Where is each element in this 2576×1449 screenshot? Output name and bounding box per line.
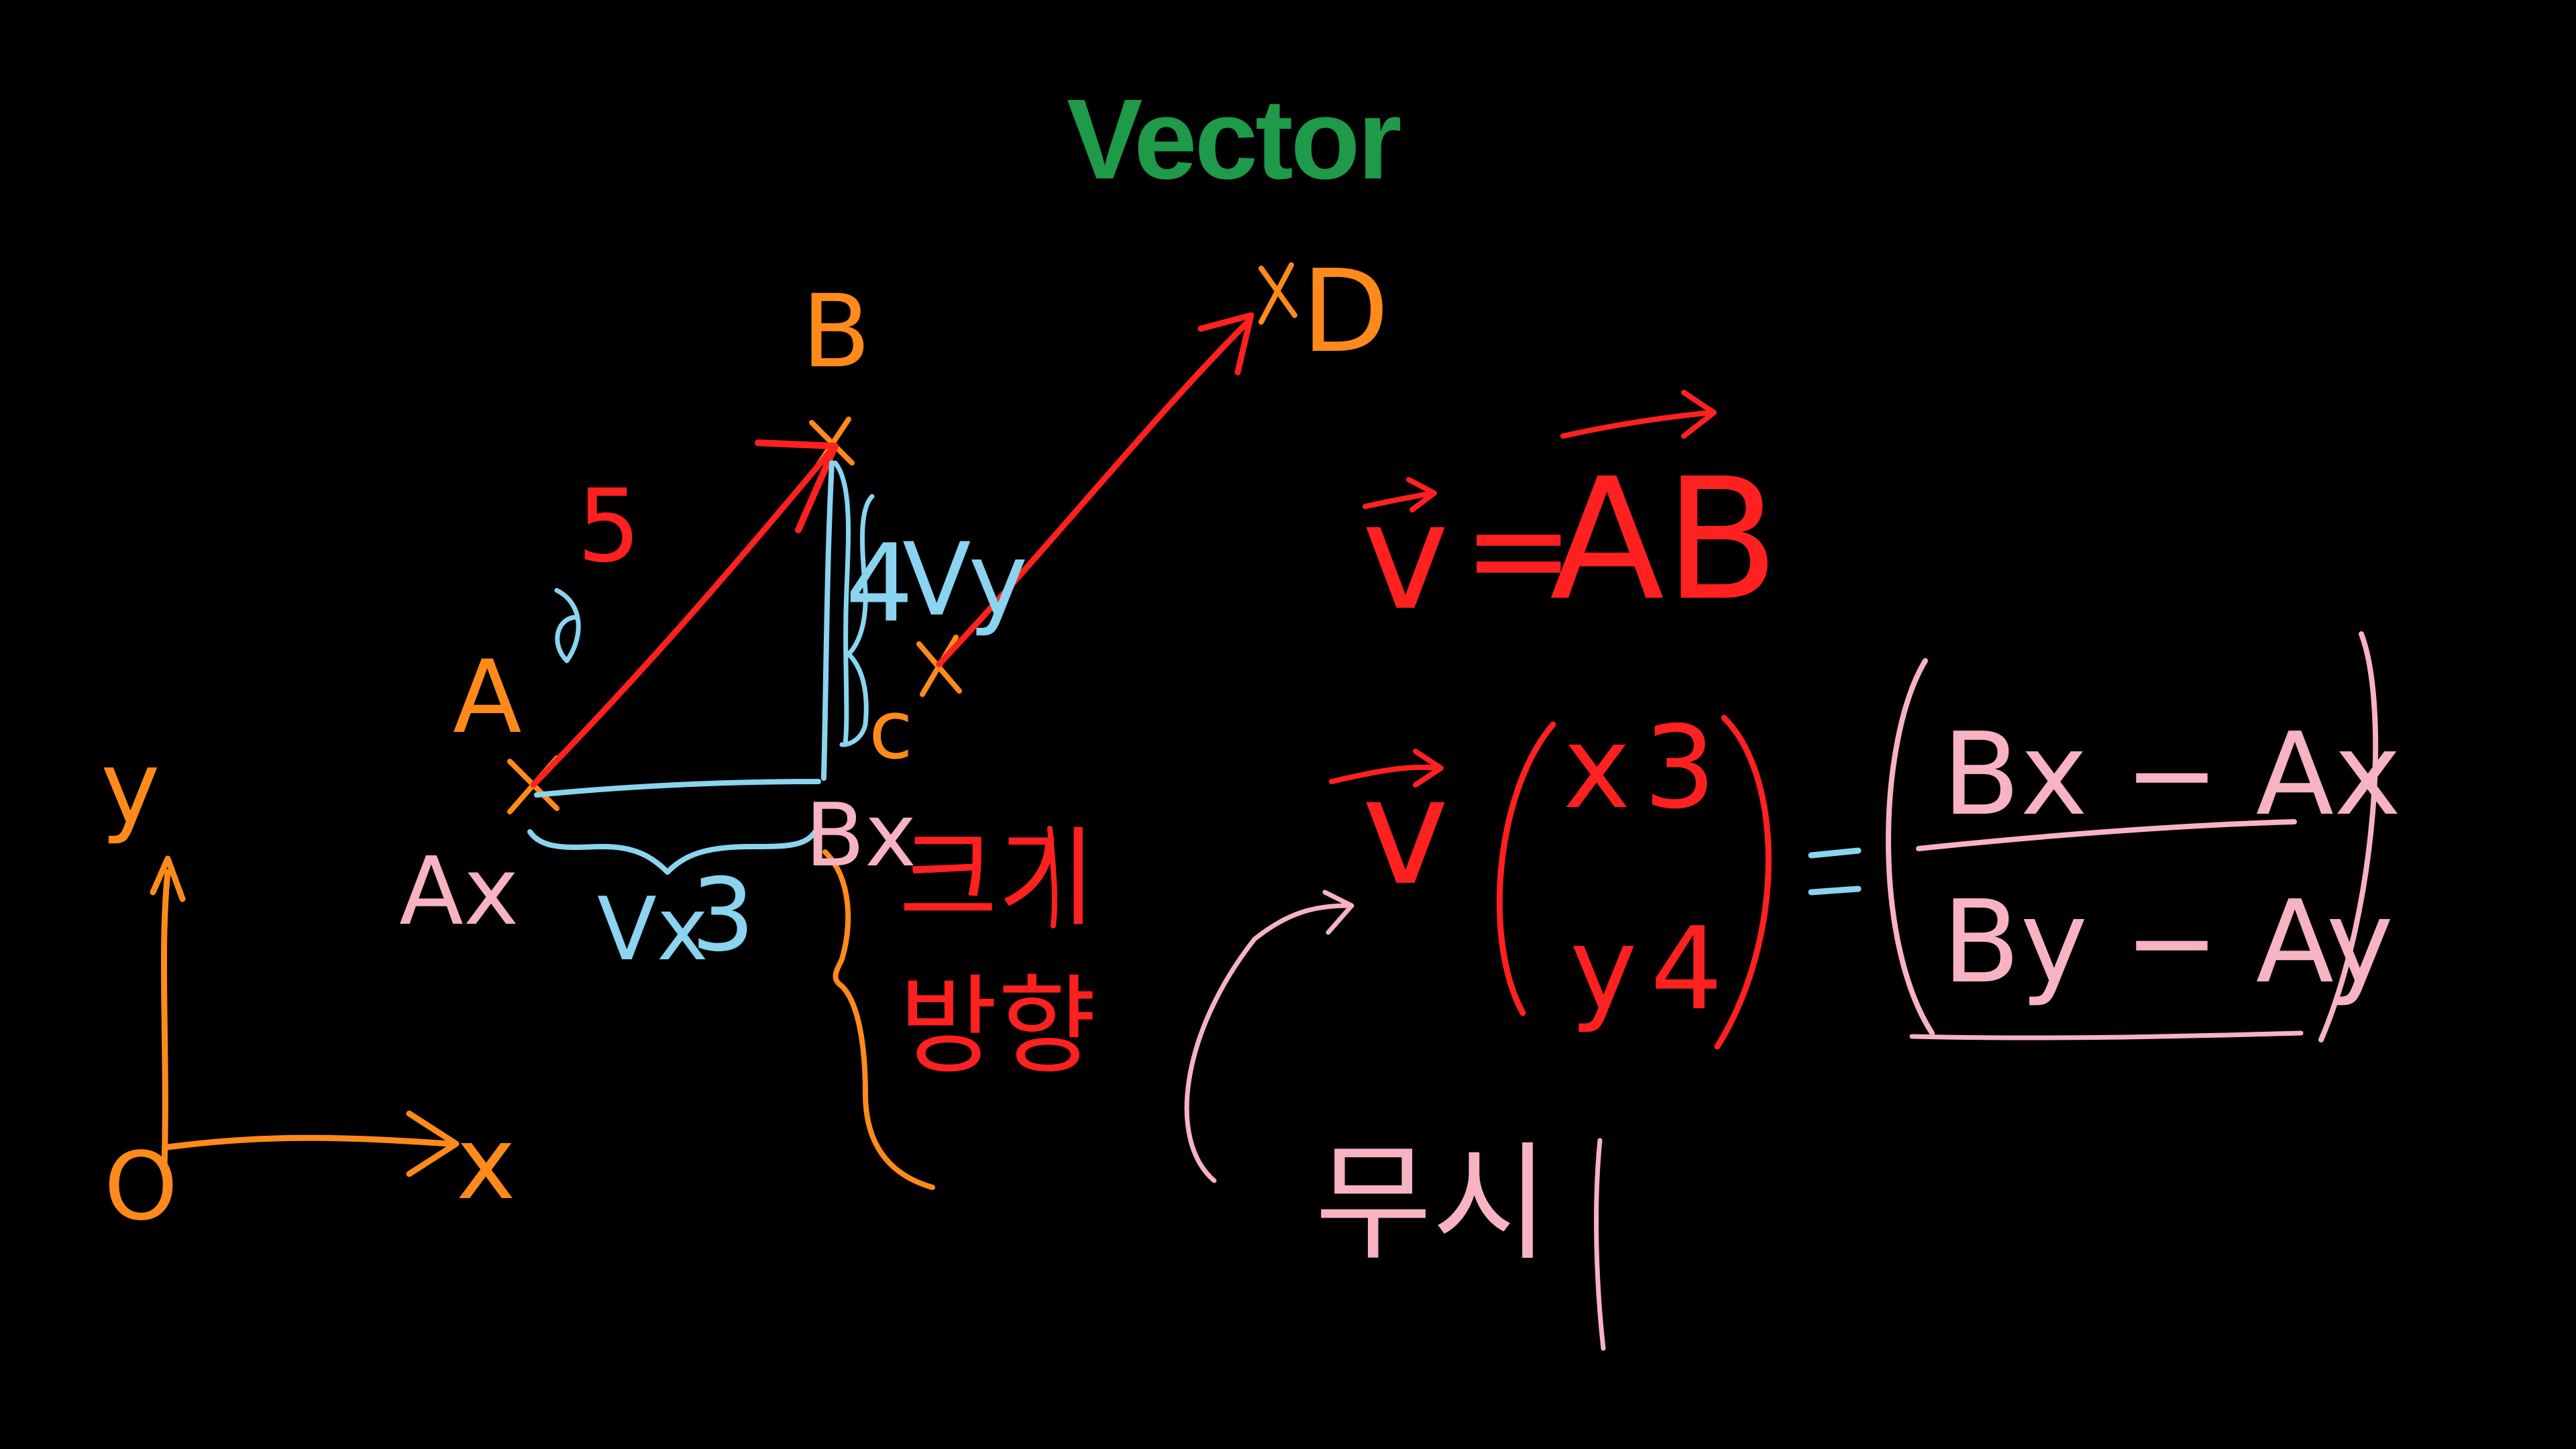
y-axis-label: y (101, 730, 160, 847)
eq2-fraction-underline (1909, 1030, 2304, 1040)
eq1-v-arrow (1362, 477, 1437, 513)
vy-label: Vy (902, 522, 1028, 639)
vector-cd-line (936, 319, 1251, 667)
vx-brace (527, 829, 818, 875)
ignore-korean-label: 무시 (1315, 1130, 1550, 1278)
point-a-label: A (453, 639, 522, 756)
y-axis-arrowhead (150, 855, 186, 902)
size-vertical-stroke (1047, 826, 1058, 928)
eq2-v: v (1362, 746, 1450, 918)
x-axis-label: x (456, 1106, 516, 1222)
eq1-equals: = (1462, 472, 1575, 628)
size-korean-label: 크기 (899, 816, 1097, 941)
point-b-label: B (802, 274, 871, 390)
origin-label: O (104, 1132, 178, 1242)
eq2-v-arrow (1329, 749, 1444, 788)
vector-ab-arrowhead (755, 439, 839, 533)
point-d-mark (1258, 262, 1297, 325)
vx-label: Vx (597, 878, 708, 980)
eq2-x-label: x (1563, 702, 1631, 835)
point-d-label: D (1301, 246, 1389, 378)
point-c-label: c (869, 684, 913, 777)
vx-value-label: 3 (691, 857, 755, 974)
eq1-ab-arrow (1560, 390, 1717, 439)
eq2-fraction-bar (1916, 819, 2297, 851)
eq1-v: v (1362, 471, 1450, 643)
y-axis-line (160, 869, 171, 1171)
eq2-x-value: 3 (1644, 702, 1717, 835)
eq2-numerator: Bx − Ax (1942, 708, 2402, 841)
eq2-right-paren (1714, 714, 1772, 1050)
eq1-ab: AB (1550, 442, 1780, 637)
ax-label: Ax (399, 837, 519, 947)
eq2-fraction-left-paren (1886, 658, 1935, 1036)
vertical-leg (821, 460, 835, 781)
eq2-equals-sign (1808, 847, 1862, 896)
eq2-fraction-right-paren (2318, 631, 2379, 1042)
x-axis-line (164, 1134, 453, 1150)
bx-label: Bx (805, 784, 917, 886)
eq2-denominator: By − Ay (1942, 876, 2394, 1009)
eq2-y-label: y (1570, 903, 1638, 1036)
page-title: Vector (1067, 76, 1402, 203)
vy-value-label: 4 (845, 521, 914, 646)
eq2-y-value: 4 (1650, 903, 1723, 1036)
horizontal-leg (534, 779, 821, 798)
direction-korean-label: 방향 (899, 963, 1097, 1089)
size-brace (822, 849, 935, 1190)
length-5-tick (554, 588, 581, 663)
vector-ab-line (530, 446, 835, 788)
eq2-left-paren (1497, 721, 1556, 1016)
vertical-leg-right (833, 460, 851, 747)
vector-cd-arrowhead (1197, 312, 1254, 376)
ignore-pointer-arrow (1184, 890, 1354, 1183)
magnitude-label: 5 (577, 468, 641, 585)
vy-brace (839, 494, 875, 747)
x-axis-arrowhead (406, 1110, 460, 1177)
ignore-vertical-stroke (1594, 1138, 1606, 1351)
